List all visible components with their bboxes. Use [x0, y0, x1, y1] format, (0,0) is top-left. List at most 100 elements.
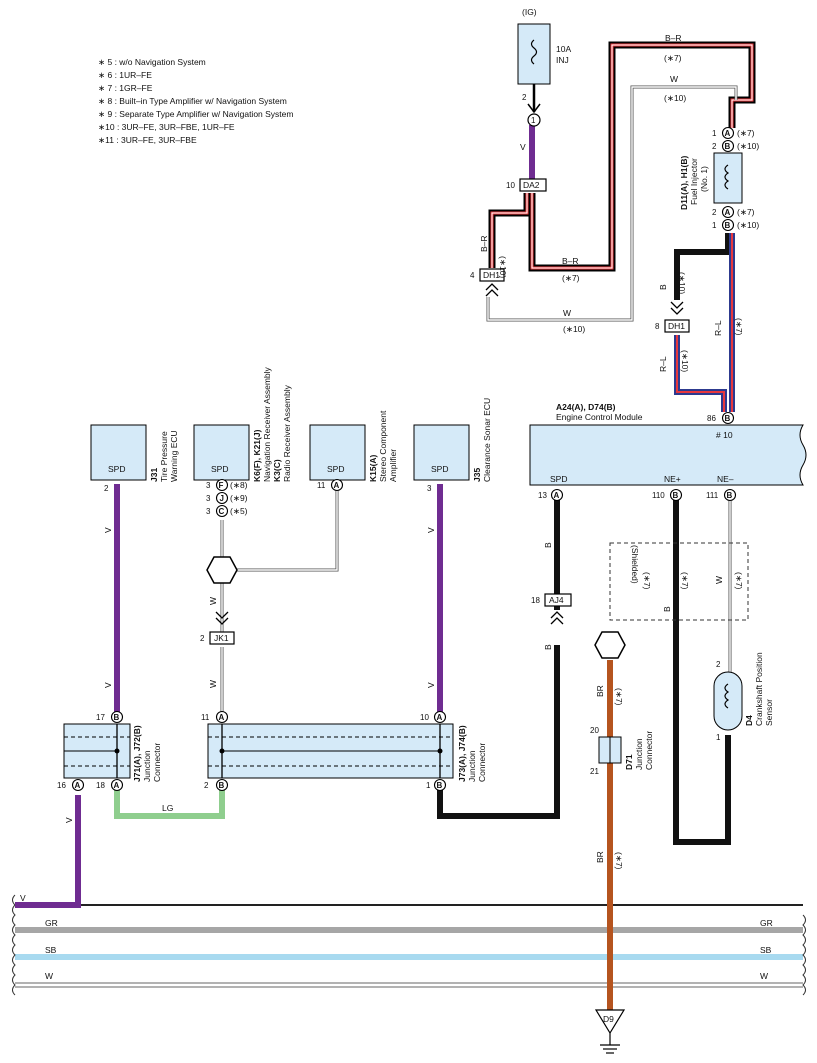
- j31-name2: Warning ECU: [169, 430, 179, 482]
- j71-name2: Connector: [152, 743, 162, 782]
- wire-b-aj4-upper: B: [543, 542, 553, 548]
- ecm-p110-letter: B: [673, 491, 679, 500]
- j73-pin-10: 10: [420, 713, 429, 722]
- fuse-connector-circle: [527, 113, 541, 127]
- splice-hex-k6: [206, 556, 238, 584]
- tag-7-vert-rl: (∗7): [734, 318, 744, 336]
- k6-tag-8: (∗8): [230, 480, 248, 490]
- wire-br-upper: BR: [595, 685, 605, 697]
- j71-id: J71(A), J72(B): [132, 725, 142, 782]
- j35-name1: Clearance Sonar ECU: [482, 398, 492, 482]
- inj-pin-b2-letter: B: [725, 142, 731, 151]
- tag-10-top: (∗10): [664, 93, 686, 103]
- wire-label-br-vert: B–R: [479, 235, 489, 252]
- connector-da2: DA2 10: [506, 178, 547, 192]
- j73-p11-letter: A: [219, 713, 225, 722]
- ecm-term-spd: SPD: [550, 474, 567, 484]
- j73-pin-1: 1: [426, 781, 431, 790]
- wire-label-rl-left: R–L: [658, 356, 668, 372]
- ecm-pin-110: 110: [652, 491, 665, 500]
- junction-j73: A 11 A 10 B 2 B 1 J73(A), J74(B) Junctio…: [201, 710, 487, 792]
- tag-10-vert-dh: (∗10): [677, 272, 687, 294]
- connector-dh1-right-label: DH1: [668, 321, 685, 331]
- note-10: ∗10 : 3UR–FE, 3UR–FBE, 1UR–FE: [98, 122, 235, 132]
- k6-letter-j: J: [220, 494, 224, 503]
- shielded-label: (Shielded): [630, 545, 640, 584]
- j73-pin-11: 11: [201, 713, 210, 722]
- wire-br-lower: BR: [595, 851, 605, 863]
- fuse-connector-circle-label: 1: [531, 116, 536, 125]
- k6-letter-f: F: [219, 481, 224, 490]
- wire-label-rl-right: R–L: [713, 320, 723, 336]
- inj-tag-10-b1: (∗10): [737, 220, 759, 230]
- junction-d71: 20 21 D71 Junction Connector: [590, 726, 654, 776]
- j73-p1-letter: B: [437, 781, 443, 790]
- ecm-pin86-letter: B: [725, 414, 731, 423]
- connector-aj4-label: AJ4: [549, 595, 564, 605]
- wire-w-k6-upper: W: [208, 597, 218, 605]
- fuel-injector: A 1 (∗7) B 2 (∗10) A 2 (∗7) B 1 (∗10) D1…: [679, 126, 759, 232]
- connector-jk1: JK1 2: [200, 611, 235, 645]
- ecm-name: Engine Control Module: [556, 412, 643, 422]
- d4-name2: Sensor: [764, 699, 774, 726]
- fuse-pin: 2: [522, 93, 527, 102]
- d4-id: D4: [744, 715, 754, 726]
- fuse-amp-label: 10A: [556, 44, 571, 54]
- connector-dh1-right-pin: 8: [655, 322, 660, 331]
- tag-7-shield: (∗7): [642, 572, 652, 590]
- upper-wire-labels: B–R (∗7) W (∗10) B–R (∗7) W (∗10) B–R (∗…: [479, 33, 744, 372]
- connector-dh1-left-label: DH1: [483, 270, 500, 280]
- inj-tag-7-a2: (∗7): [737, 207, 755, 217]
- d71-name2: Connector: [644, 731, 654, 770]
- connector-jk1-label: JK1: [214, 633, 229, 643]
- bus-label-gr-right: GR: [760, 918, 773, 928]
- j73-p2-letter: B: [219, 781, 225, 790]
- wire-v-j31-upper: V: [103, 527, 113, 533]
- d4-pin-1: 1: [716, 733, 721, 742]
- ecm-term-nem: NE–: [717, 474, 734, 484]
- tag-7-top: (∗7): [664, 53, 682, 63]
- connector-da2-pin: 10: [506, 181, 515, 190]
- inj-pin-b1: 1: [712, 221, 717, 230]
- j71-p17-letter: B: [114, 713, 120, 722]
- connector-aj4-pin: 18: [531, 596, 540, 605]
- j71-name1: Junction: [142, 750, 152, 782]
- d4-name1: Crankshaft Position: [754, 652, 764, 726]
- d71-id: D71: [624, 754, 634, 770]
- connector-dh1-right: DH1 8: [655, 301, 690, 333]
- wire-v-j35-lower: V: [426, 682, 436, 688]
- j71-pin-16: 16: [57, 781, 66, 790]
- wire-label-b-dh: B: [658, 284, 668, 290]
- device-k6: SPD K6(F), K21(J) Navigation Receiver As…: [193, 366, 292, 518]
- wire-v-j31-lower: V: [103, 682, 113, 688]
- junction-j71: B 17 A 16 A 18 J71(A), J72(B) Junction C…: [57, 710, 162, 792]
- tag-7-mid: (∗7): [562, 273, 580, 283]
- k15-term: SPD: [327, 464, 344, 474]
- j73-name1: Junction: [467, 750, 477, 782]
- k6-id2: K3(C): [272, 459, 282, 482]
- crankshaft-sensor: 2 1 D4 Crankshaft Position Sensor: [713, 652, 774, 742]
- ecm-pin-13: 13: [538, 491, 547, 500]
- fuse-name-label: INJ: [556, 55, 569, 65]
- bus-label-w-left: W: [45, 971, 53, 981]
- wire-label-br-top: B–R: [665, 33, 682, 43]
- bus-label-sb-right: SB: [760, 945, 772, 955]
- ground-d9: D9: [594, 1009, 626, 1054]
- j73-id: J73(A), J74(B): [457, 725, 467, 782]
- tag-10-mid: (∗10): [563, 324, 585, 334]
- wire-label-v-ig: V: [520, 142, 526, 152]
- k6-name2: Radio Receiver Assembly: [282, 384, 292, 482]
- tag-10-vert-rl: (∗10): [680, 350, 690, 372]
- ecm-p13-letter: A: [554, 491, 560, 500]
- note-7: ∗ 7 : 1GR–FE: [98, 83, 153, 93]
- k6-name1: Navigation Receiver Assembly: [262, 366, 272, 482]
- k6-term: SPD: [211, 464, 228, 474]
- k15-letter: A: [334, 481, 340, 490]
- inj-pin-a1-letter: A: [725, 129, 731, 138]
- j35-id: J35: [472, 468, 482, 482]
- injector-sub: (No. 1): [699, 166, 709, 192]
- j73-pin-2: 2: [204, 781, 209, 790]
- wires: [15, 41, 756, 1010]
- k6-pin-j: 3: [206, 494, 211, 503]
